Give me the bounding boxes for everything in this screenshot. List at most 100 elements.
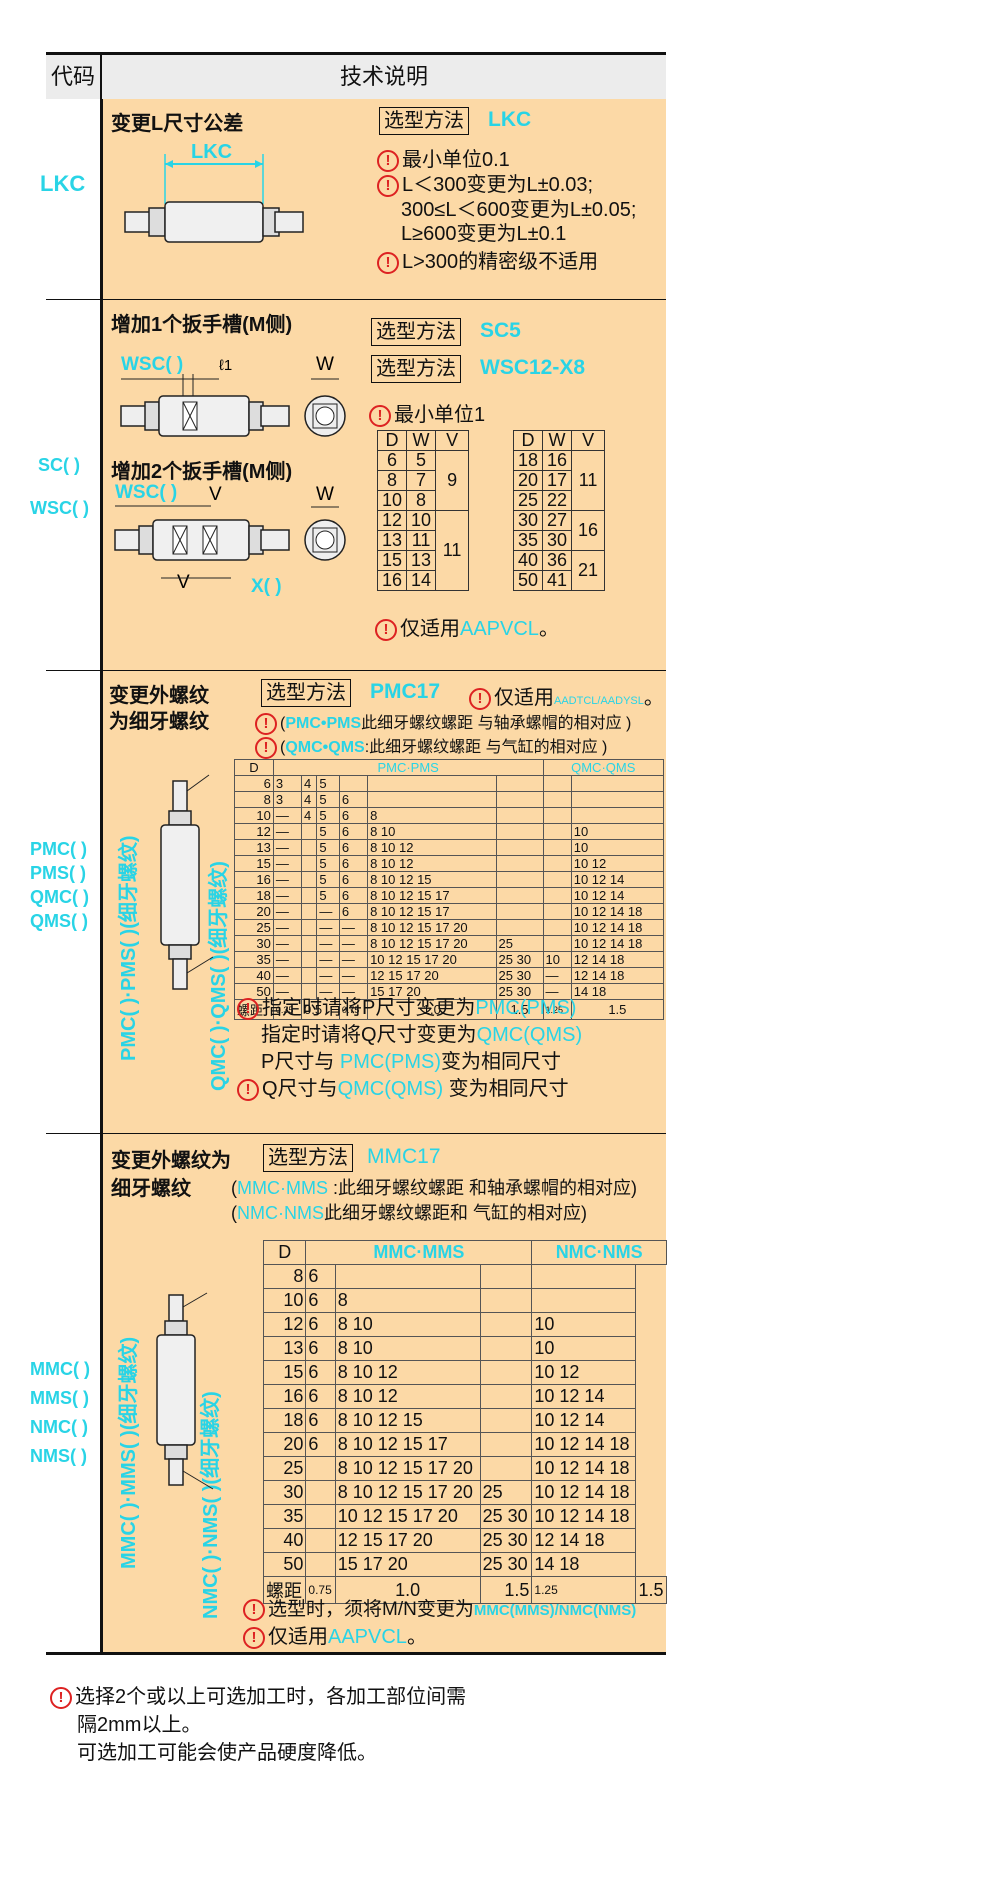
code-cell: MMC( ) MMS( ) NMC( ) NMS( ) xyxy=(30,1134,103,1652)
table-cell: 35 xyxy=(234,951,274,968)
table-cell: 6 xyxy=(305,1312,336,1337)
row-pmc: PMC( ) PMS( ) QMC( ) QMS( ) 变更外螺纹 为细牙螺纹 … xyxy=(30,671,666,1134)
table-cell: 30 xyxy=(262,1480,307,1505)
sc-single-diagram: WSC( ) ℓ1 W xyxy=(120,354,346,437)
warning-icon: ! xyxy=(369,404,391,427)
table-cell: 8 10 12 xyxy=(367,839,497,856)
table-cell: 10 12 14 18 xyxy=(570,903,665,920)
table-cell: 10 12 14 18 xyxy=(570,935,665,952)
pmc-note-1: !(PMC•PMS此细牙螺纹螺距 与轴承螺帽的相对应 ) xyxy=(255,709,631,735)
code-sc: SC( ) xyxy=(38,455,80,475)
table-cell: 10 xyxy=(531,1312,636,1337)
table-cell: 16 xyxy=(234,871,274,888)
svg-text:QMC( )·QMS( )(细牙螺纹): QMC( )·QMS( )(细牙螺纹) xyxy=(206,861,230,1091)
table-cell: 5 xyxy=(316,839,340,856)
note-line: 300≤L＜600变更为L±0.05; xyxy=(401,199,637,221)
table-cell: — xyxy=(316,919,340,936)
footer-note-1: !选择2个或以上可选加工时，各加工部位间需 xyxy=(50,1680,466,1709)
table-cell: 10 12 xyxy=(570,855,665,872)
table-cell xyxy=(495,887,544,904)
table-cell xyxy=(479,1288,533,1313)
code-qms: QMS( ) xyxy=(30,911,88,931)
table-cell: 8 xyxy=(367,807,497,824)
table-cell: 25 30 xyxy=(479,1528,533,1553)
table-cell: 5 xyxy=(316,791,340,808)
code-mmc: MMC( ) xyxy=(30,1359,90,1379)
code-cell: LKC xyxy=(40,99,103,299)
warning-icon: ! xyxy=(237,997,259,1020)
select-method-label: 选型方法 xyxy=(379,107,469,135)
table-cell: 25 xyxy=(262,1456,307,1481)
sc-body: 增加1个扳手槽(M侧) 选型方法 SC5 选型方法 WSC12-X8 WSC( … xyxy=(103,300,666,670)
footer-note-2: 隔2mm以上。 xyxy=(77,1714,202,1736)
table-cell: 10 xyxy=(262,1288,307,1313)
table-cell: — xyxy=(272,967,303,984)
table-cell: 8 10 12 xyxy=(367,855,497,872)
table-cell xyxy=(305,1552,336,1577)
svg-text:V: V xyxy=(209,484,222,505)
table-cell: 25 xyxy=(479,1480,533,1505)
svg-text:V: V xyxy=(177,572,190,593)
table-cell: 5 xyxy=(316,871,340,888)
table-cell: 6 xyxy=(305,1408,336,1433)
table-cell: 18 xyxy=(262,1408,307,1433)
table-cell: 6 xyxy=(338,903,369,920)
table-cell xyxy=(495,839,544,856)
table-cell xyxy=(495,919,544,936)
mmc-shaft-diagram: MMC( )·MMS( )(细牙螺纹) NMC( )·NMS( )(细牙螺纹) xyxy=(117,1292,222,1619)
table-cell: 10 12 14 18 xyxy=(531,1456,636,1481)
table-cell xyxy=(479,1384,533,1409)
table-cell: 8 10 12 15 17 20 xyxy=(367,935,497,952)
table-cell: 25 30 xyxy=(495,951,544,968)
table-cell: 10 12 14 xyxy=(570,887,665,904)
table-cell: 10 12 14 xyxy=(570,871,665,888)
table-cell: 6 xyxy=(338,807,369,824)
code-mms: MMS( ) xyxy=(30,1388,89,1408)
table-cell: 10 xyxy=(531,1336,636,1361)
table-cell xyxy=(495,903,544,920)
table-cell xyxy=(570,791,665,808)
warning-icon: ! xyxy=(377,251,399,274)
table-cell: 10 12 14 18 xyxy=(531,1432,636,1457)
table-cell xyxy=(301,855,318,872)
table-cell: 10 12 14 18 xyxy=(531,1504,636,1529)
table-cell: 10 xyxy=(234,807,274,824)
table-cell: 6 xyxy=(305,1288,336,1313)
table-cell xyxy=(479,1456,533,1481)
table-cell: 25 30 xyxy=(495,967,544,984)
table-cell xyxy=(542,903,572,920)
select-code: LKC xyxy=(488,108,532,131)
table-cell: 4 xyxy=(301,775,318,792)
table-cell: 16 xyxy=(262,1384,307,1409)
table-cell: 8 10 12 15 17 20 xyxy=(334,1456,481,1481)
pmc-shaft-diagram: PMC( )·PMS( )(细牙螺纹) QMC( )·QMS( )(细牙螺纹) xyxy=(116,774,230,1091)
table-cell xyxy=(305,1456,336,1481)
table-cell: 6 xyxy=(338,823,369,840)
table-cell xyxy=(334,1264,481,1289)
table-cell xyxy=(301,919,318,936)
only-note: !仅适用AADTCL/AADYSL。 xyxy=(469,681,664,710)
table-cell: 13 xyxy=(234,839,274,856)
table-cell: 8 10 12 15 17 xyxy=(334,1432,481,1457)
mmc-body: 变更外螺纹为 细牙螺纹 选型方法 MMC17 (MMC·MMS :此细牙螺纹螺距… xyxy=(103,1134,668,1652)
table-cell: 10 xyxy=(570,823,665,840)
sc-title-2: 增加2个扳手槽(M侧) xyxy=(111,461,293,483)
pmc-note-same-p: P尺寸与 PMC(PMS)变为相同尺寸 xyxy=(261,1051,562,1073)
table-cell: 3 xyxy=(272,775,303,792)
table-cell: — xyxy=(542,967,572,984)
table-cell: — xyxy=(316,983,340,1000)
table-cell: 6 xyxy=(234,775,274,792)
footer-note-3: 可选加工可能会使产品硬度降低。 xyxy=(77,1742,377,1764)
table-cell xyxy=(301,839,318,856)
